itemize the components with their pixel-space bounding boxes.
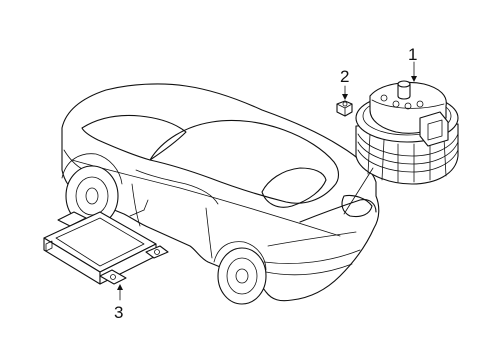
control-module-part bbox=[43, 211, 169, 285]
vehicle-outline bbox=[61, 83, 380, 305]
callout-1-label: 1 bbox=[408, 45, 417, 64]
leader-lines bbox=[117, 61, 417, 301]
callout-2-label: 2 bbox=[340, 67, 349, 86]
callout-3-label: 3 bbox=[114, 303, 123, 322]
nut-part bbox=[336, 100, 353, 117]
horn-part bbox=[355, 80, 459, 185]
